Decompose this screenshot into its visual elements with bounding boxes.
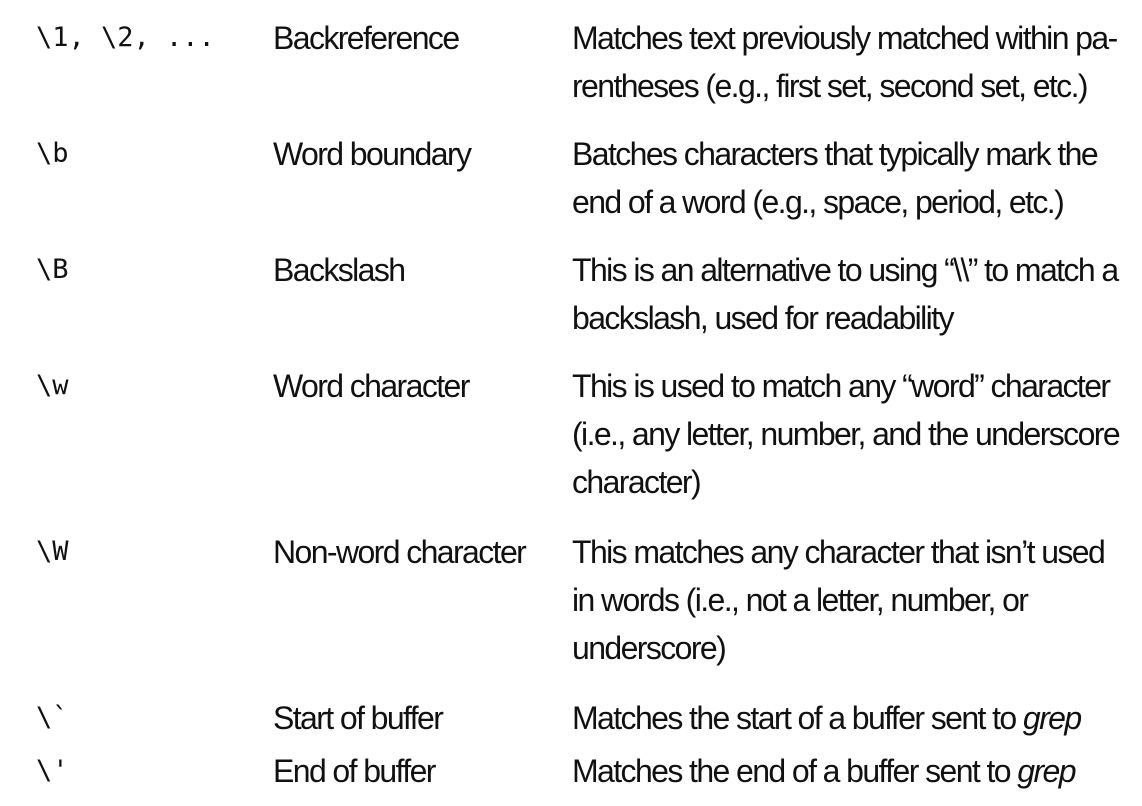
regex-code: \1, \2, ... [36,22,215,53]
regex-name: Word character [273,368,470,404]
regex-name: Word boundary [273,136,472,172]
regex-name: End of buffer [273,753,436,789]
table-row: \' End of buffer Matches the end of a bu… [36,747,1126,800]
regex-description: This is an alternative to using “\\” to … [572,252,1119,336]
grep-command-text: grep [1017,753,1076,789]
table-row: \` Start of buffer Matches the start of … [36,694,1126,747]
table-row: \W Non-word character This matches any c… [36,528,1126,694]
regex-code: \' [36,755,69,786]
regex-code: \B [36,254,69,285]
regex-description: This is used to match any “word” charact… [572,368,1121,500]
regex-description: Batches characters that typically mark t… [572,136,1099,220]
table-row: \1, \2, ... Backreference Matches text p… [36,14,1126,130]
regex-code: \b [36,138,69,169]
regex-description: Matches text previously matched within p… [572,20,1118,104]
regex-name: Backslash [273,252,406,288]
regex-reference-table: \1, \2, ... Backreference Matches text p… [36,14,1126,800]
table-row: \w Word character This is used to match … [36,362,1126,528]
regex-name: Start of buffer [273,700,444,736]
regex-code: \` [36,702,69,733]
regex-description: Matches the end of a buffer sent to grep [572,747,1126,795]
regex-description: Matches the start of a buffer sent to gr… [572,694,1126,742]
regex-name: Non-word character [273,534,527,570]
regex-description: This matches any character that isn’t us… [572,534,1106,666]
table-row: \b Word boundary Batches characters that… [36,130,1126,246]
regex-code: \W [36,536,69,567]
regex-name: Backreference [273,20,460,56]
regex-description-text: Matches the end of a buffer sent to [572,753,1018,789]
grep-command-text: grep [1022,700,1082,736]
table-row: \B Backslash This is an alternative to u… [36,246,1126,362]
regex-description-text: Matches the start of a buffer sent to [572,700,1023,736]
regex-code: \w [36,370,69,401]
